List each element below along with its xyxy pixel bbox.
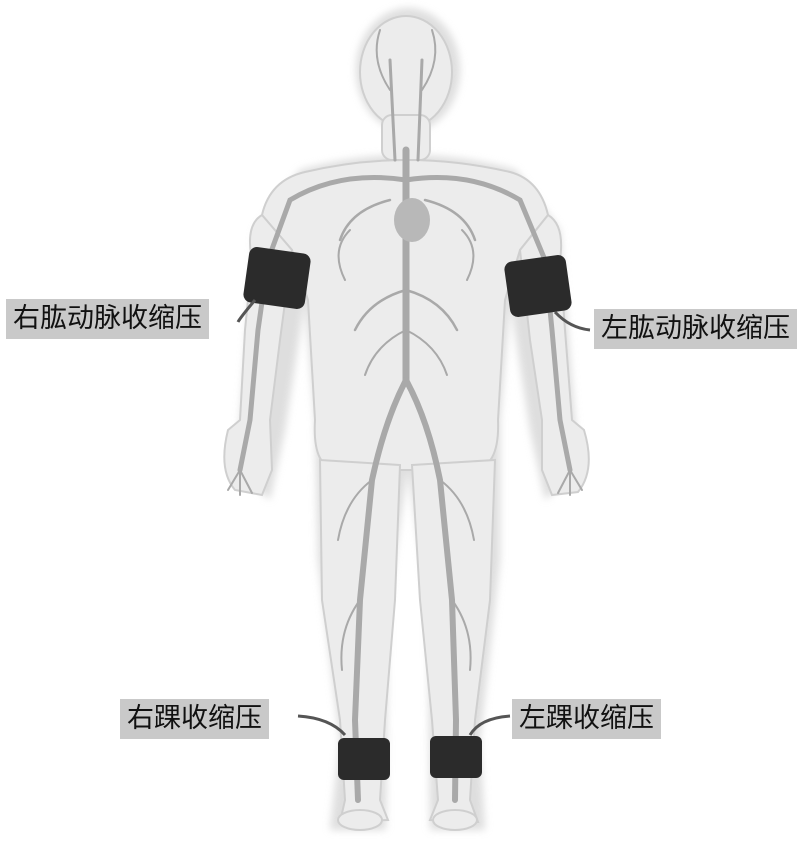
left-ankle-systolic-label: 左踝收缩压 [512,699,661,739]
right-ankle-systolic-label: 右踝收缩压 [120,699,269,739]
left-brachial-systolic-label: 左肱动脉收缩压 [594,309,797,349]
right-brachial-systolic-label: 右肱动脉收缩压 [6,299,209,339]
heart-shape [394,198,430,242]
